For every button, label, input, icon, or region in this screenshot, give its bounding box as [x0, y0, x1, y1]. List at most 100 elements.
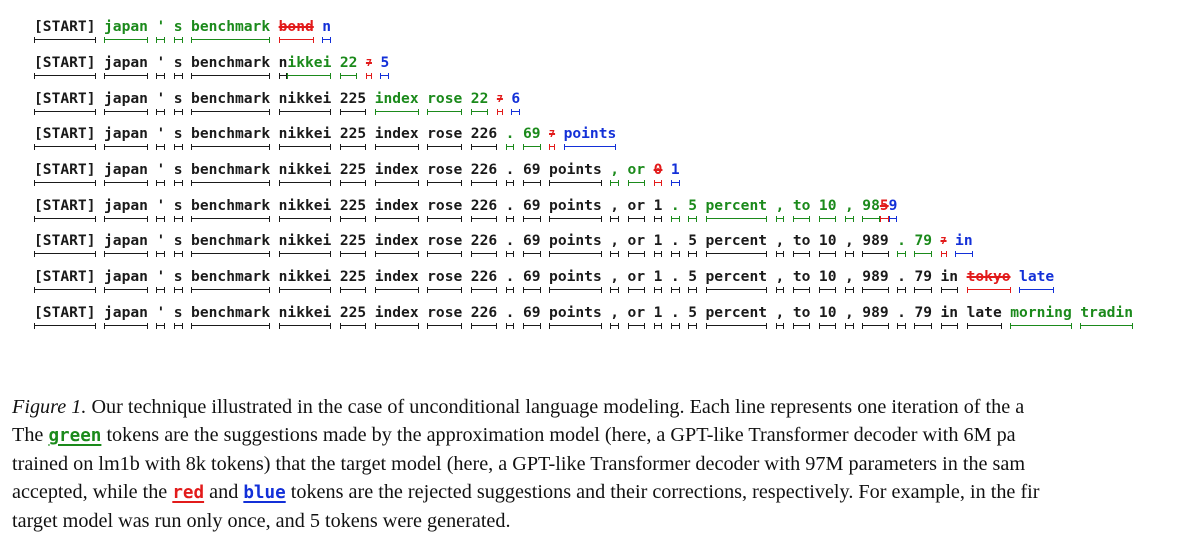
token-underline: [156, 73, 166, 79]
token-underline: [278, 287, 332, 293]
token: percent: [705, 267, 767, 297]
token-text: 98: [862, 197, 880, 214]
token-text: rose: [427, 268, 463, 285]
token-underline: [670, 323, 680, 329]
token: ,: [610, 303, 619, 333]
token-underline: [610, 180, 619, 186]
token-text: late: [1019, 268, 1055, 285]
token: .: [505, 196, 515, 226]
token-text: nikkei: [278, 232, 332, 249]
token-text: 1: [653, 304, 663, 321]
token-underline: [191, 323, 271, 329]
token-underline: [505, 180, 515, 186]
token: nikkei: [278, 124, 332, 154]
token-text: nikkei: [278, 90, 332, 107]
token: s: [173, 267, 183, 297]
token-underline: [339, 216, 367, 222]
token-text: benchmark: [191, 304, 271, 321]
token: nikkei: [278, 160, 331, 190]
token-underline: [549, 144, 556, 150]
token: benchmark: [191, 267, 271, 297]
token: 989: [862, 231, 890, 261]
token: 225: [339, 124, 367, 154]
token: benchmark: [191, 124, 271, 154]
token-underline: [879, 216, 889, 222]
token-text: ,: [844, 268, 854, 285]
token-text: ': [156, 161, 166, 178]
token-underline: [278, 144, 332, 150]
token-underline: [470, 216, 498, 222]
token-text: 9: [888, 197, 898, 214]
token-text: rose: [427, 125, 463, 142]
token-underline: [173, 216, 183, 222]
token-underline: [34, 216, 96, 222]
token: 79: [914, 231, 932, 261]
token-underline: [862, 287, 890, 293]
token-underline: [522, 287, 541, 293]
token-underline: [427, 109, 463, 115]
token-underline: [792, 287, 811, 293]
token-text: rose: [427, 90, 463, 107]
token-underline: [549, 287, 602, 293]
token: japan: [104, 89, 148, 119]
token-underline: [427, 216, 463, 222]
token-underline: [104, 109, 148, 115]
token: 226: [470, 303, 498, 333]
token: s: [173, 17, 183, 47]
token-underline: [104, 73, 148, 79]
token: percent: [705, 231, 767, 261]
token-text: ': [156, 90, 166, 107]
token: nikkei: [278, 303, 331, 333]
token: ': [156, 17, 165, 47]
token: 5: [688, 231, 697, 261]
token: 5: [688, 267, 697, 297]
token-underline: [156, 216, 166, 222]
token-text: 226: [470, 232, 498, 249]
token-underline: [505, 323, 515, 329]
token-underline: [470, 323, 498, 329]
token-text: or: [627, 197, 646, 214]
token-text: nikkei: [278, 268, 332, 285]
token: [START]: [34, 17, 96, 47]
token-text: .: [505, 161, 515, 178]
token-underline: [34, 287, 96, 293]
token: ': [156, 267, 165, 297]
token-underline: [522, 323, 541, 329]
token-underline: [191, 216, 271, 222]
token-underline: [914, 323, 932, 329]
token-text: 6: [511, 90, 521, 107]
token: ,: [775, 303, 784, 333]
token-underline: [191, 73, 271, 79]
token-underline: [365, 73, 373, 79]
token-underline: [792, 251, 811, 257]
token-text: benchmark: [191, 125, 271, 142]
token-text: 10: [818, 232, 837, 249]
token-underline: [380, 73, 390, 79]
token-underline: [653, 216, 663, 222]
token: 226: [470, 231, 498, 261]
token: 69: [522, 267, 541, 297]
token: 69: [522, 160, 541, 190]
token: .: [505, 303, 515, 333]
token-underline: [940, 287, 959, 293]
token-underline: [775, 251, 785, 257]
token-text: .: [505, 232, 515, 249]
token-text: 226: [470, 197, 498, 214]
token-underline: [897, 323, 906, 329]
token-text: benchmark: [191, 54, 271, 71]
token: 5: [380, 53, 389, 83]
token-underline: [191, 144, 271, 150]
token: japan: [104, 196, 148, 226]
token-underline: [505, 251, 515, 257]
token-text: benchmark: [191, 268, 271, 285]
token: japan: [104, 267, 148, 297]
token-underline: [339, 144, 367, 150]
token-text: .: [505, 197, 515, 214]
token-text: index: [374, 268, 419, 285]
token-underline: [844, 323, 854, 329]
token: ,: [775, 196, 784, 226]
token: in: [940, 267, 959, 297]
